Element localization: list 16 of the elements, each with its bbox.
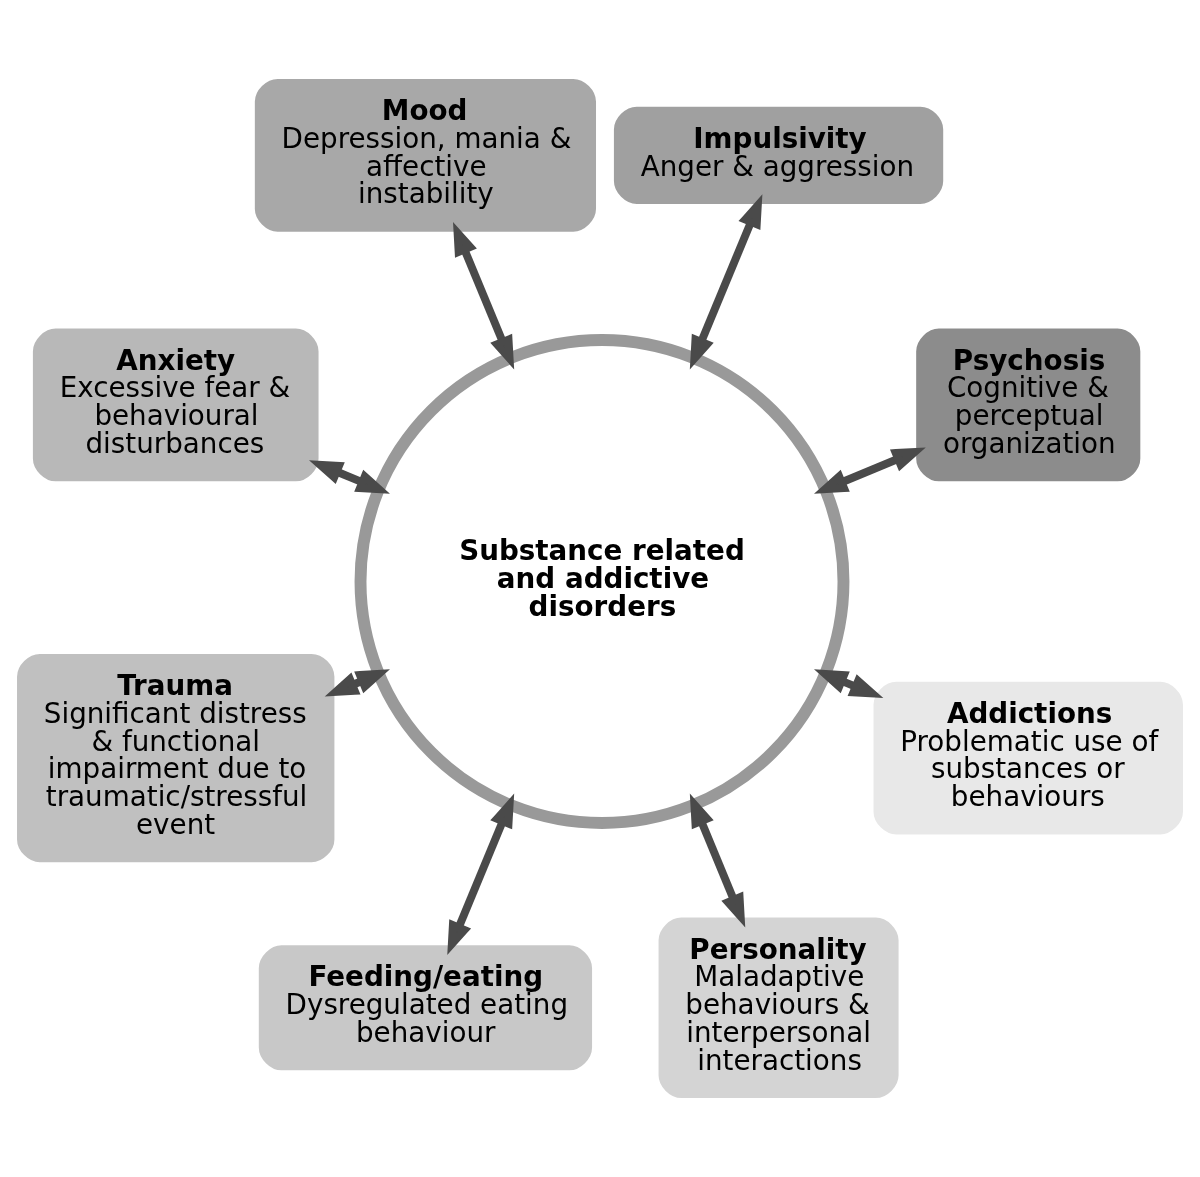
arrow — [689, 194, 763, 370]
node-box: Impulsivity Anger & aggression — [611, 104, 946, 206]
node-box: Psychosis Cognitive & perceptual organization — [914, 326, 1143, 484]
arrow — [453, 221, 515, 370]
node-box: Addictions Problematic use of substances or behaviours — [871, 679, 1185, 837]
arrow — [309, 460, 390, 494]
arrow — [814, 447, 926, 494]
arrow — [324, 669, 390, 697]
arrow — [689, 793, 746, 928]
node-box: Personality Maladaptive behaviours & interpersonal interactions — [656, 915, 901, 1101]
node-box: Feeding/eating Dysregulated eating behaviour — [256, 943, 595, 1073]
node-box: Anxiety Excessive fear & behavioural disturbances — [30, 326, 321, 484]
node-box: Mood Depression, mania & affective instability — [252, 76, 598, 234]
arrow — [447, 793, 515, 956]
node-box: Trauma Significant distress & functional impairment due to traumatic/stressful event — [15, 652, 337, 865]
arrow — [814, 669, 884, 699]
